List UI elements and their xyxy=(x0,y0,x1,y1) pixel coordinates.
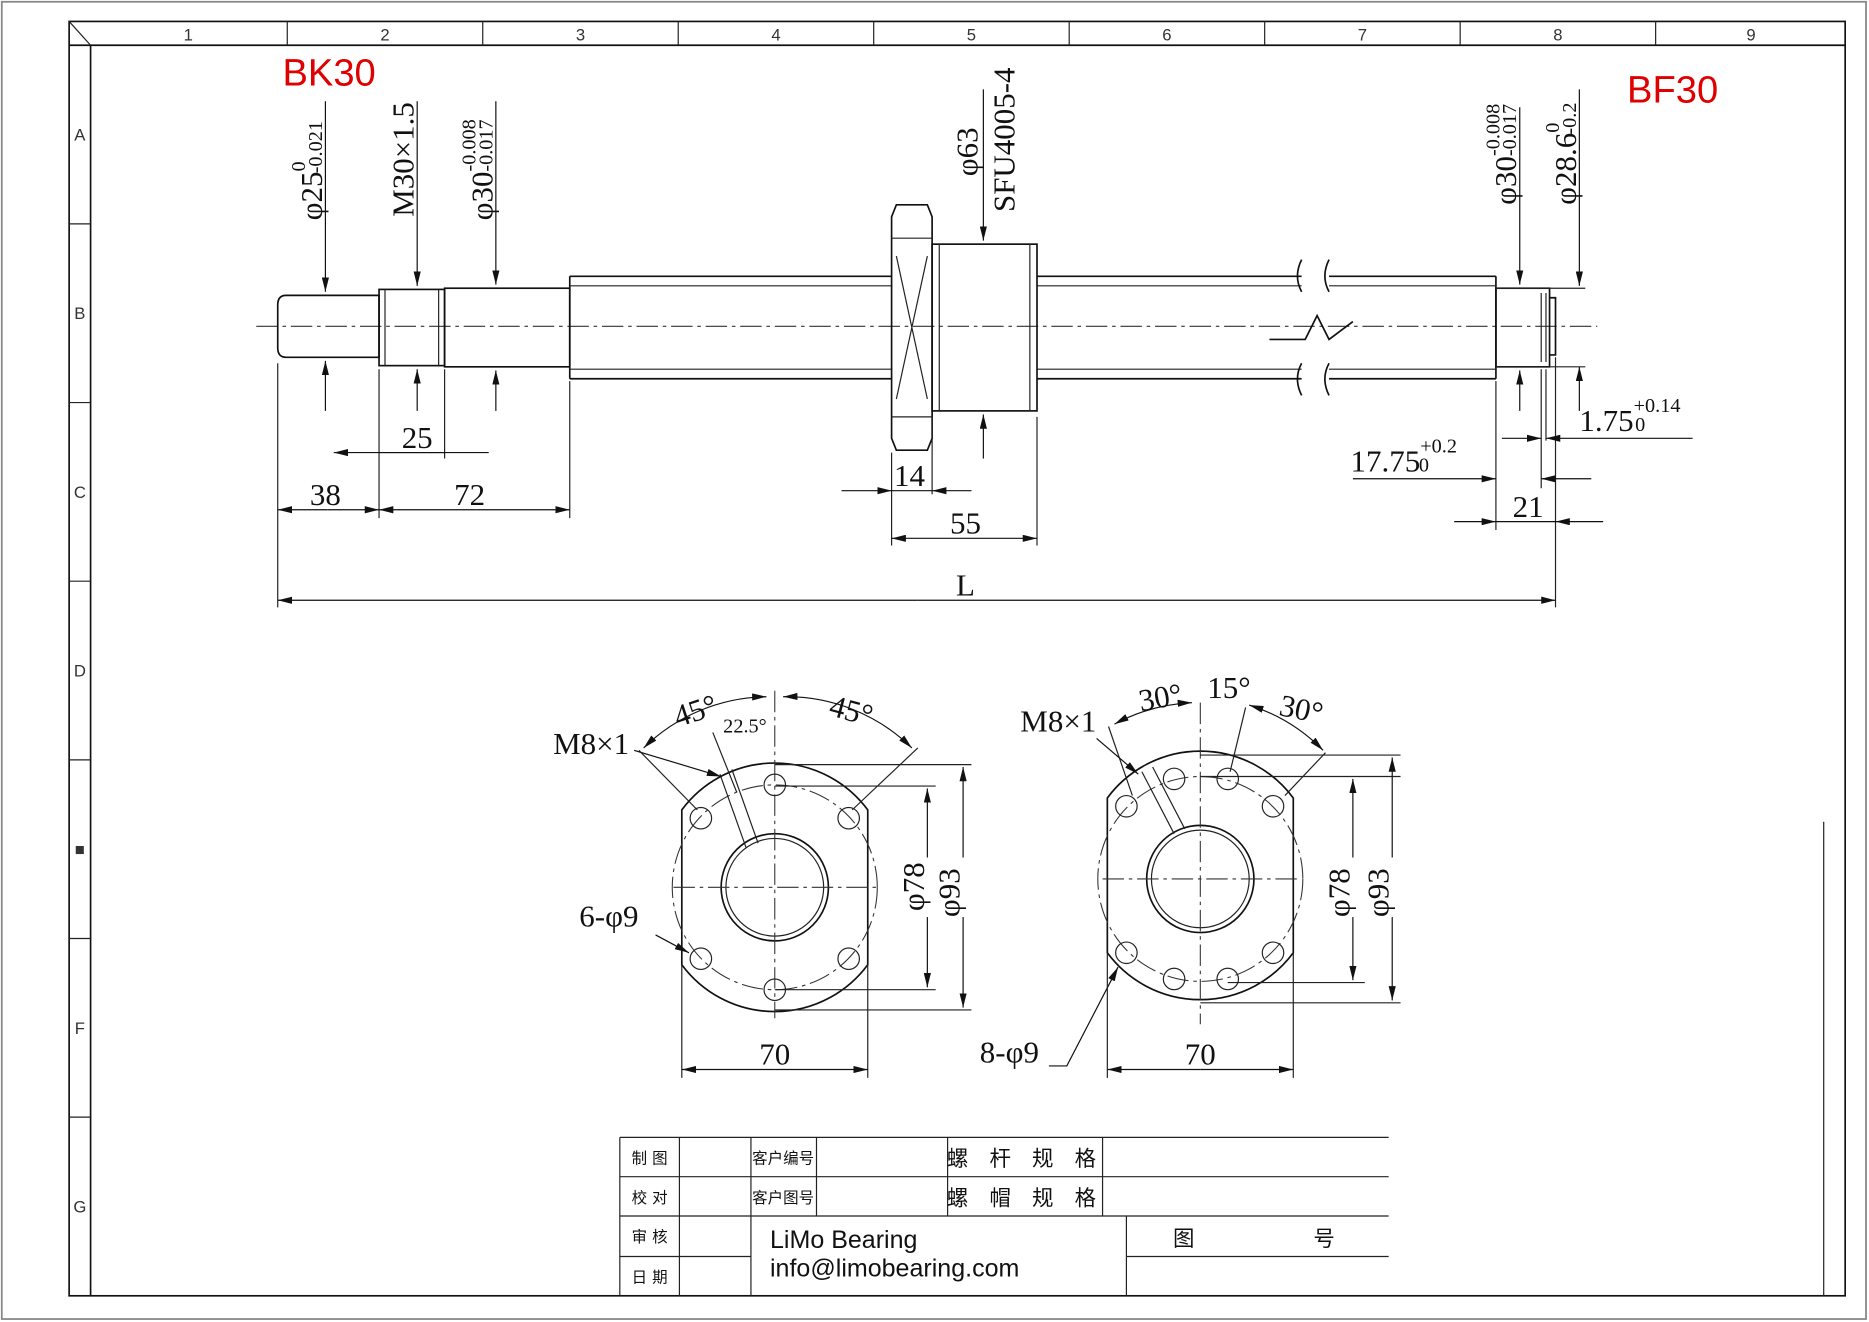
tol-lower: 0 xyxy=(1635,414,1645,436)
left-thread-m8: M8×1 xyxy=(553,726,629,761)
dim-25: 25 xyxy=(402,420,433,455)
bf30-label: BF30 xyxy=(1627,68,1718,111)
dim-phi25: φ250-0.021 xyxy=(288,121,329,220)
dim-38: 38 xyxy=(310,477,341,512)
ball-nut xyxy=(890,204,1038,452)
zone-row-e: ■ xyxy=(75,840,85,859)
tol-lower: -0.021 xyxy=(305,121,327,173)
zone-row-f: F xyxy=(75,1019,85,1038)
zone-col-8: 8 xyxy=(1553,25,1562,44)
left-angle-45-a: 45° xyxy=(669,687,721,734)
company-email: info@limobearing.com xyxy=(770,1255,1019,1283)
tb-customer-no: 客户编号 xyxy=(752,1150,814,1168)
dim-text: φ28.6 xyxy=(1548,133,1583,205)
tol-lower: 0 xyxy=(1419,455,1429,477)
tb-drawing-no: 图 号 xyxy=(1173,1227,1342,1252)
zone-col-6: 6 xyxy=(1162,25,1171,44)
right-dim-70: 70 xyxy=(1185,1037,1216,1072)
dim-phi28-6: φ28.60-0.2 xyxy=(1542,103,1583,205)
svg-text:φ250-0.021: φ250-0.021 xyxy=(288,121,329,220)
tb-drawn: 制 图 xyxy=(632,1150,668,1168)
dim-text: 17.75 xyxy=(1350,444,1420,479)
flange-view-right xyxy=(1048,699,1401,1078)
right-angle-30-a: 30° xyxy=(1136,676,1185,718)
left-angle-22-5: 22.5° xyxy=(723,715,767,737)
dim-text: φ25 xyxy=(294,172,329,221)
zone-row-b: B xyxy=(74,304,85,323)
tb-screw-spec: 螺 杆 规 格 xyxy=(947,1147,1103,1172)
zone-col-7: 7 xyxy=(1358,25,1367,44)
svg-text:φ28.60-0.2: φ28.60-0.2 xyxy=(1542,103,1583,205)
tol-upper: 0 xyxy=(1542,123,1564,133)
right-angle-15: 15° xyxy=(1207,670,1250,705)
tb-date: 日 期 xyxy=(632,1269,668,1287)
ball-screw-shaft xyxy=(256,259,1598,396)
left-dim-70: 70 xyxy=(759,1037,790,1072)
dim-21: 21 xyxy=(1513,489,1544,524)
flange-view-left xyxy=(633,690,972,1078)
dim-55: 55 xyxy=(950,506,981,541)
tol-upper: -0.008 xyxy=(459,119,481,171)
tb-nut-spec: 螺 帽 规 格 xyxy=(947,1186,1103,1211)
right-dim-phi78: φ78 xyxy=(1321,868,1356,917)
left-angle-45-b: 45° xyxy=(826,688,877,733)
tb-checked: 校 对 xyxy=(632,1189,668,1207)
tol-lower: -0.017 xyxy=(1499,104,1521,156)
left-dim-phi93: φ93 xyxy=(932,868,967,917)
tol-lower: -0.017 xyxy=(475,119,497,171)
zone-row-d: D xyxy=(74,661,86,680)
bk30-label: BK30 xyxy=(282,52,375,95)
tb-reviewed: 审 核 xyxy=(632,1228,668,1246)
zone-col-3: 3 xyxy=(576,25,585,44)
right-dim-phi93: φ93 xyxy=(1361,868,1396,917)
tb-customer-drawing: 客户图号 xyxy=(752,1189,814,1207)
svg-text:φ30-0.008-0.017: φ30-0.008-0.017 xyxy=(459,119,500,220)
zone-col-9: 9 xyxy=(1746,25,1755,44)
dim-14: 14 xyxy=(894,458,925,493)
right-angle-30-b: 30° xyxy=(1277,687,1327,730)
dim-thread-m30: M30×1.5 xyxy=(386,102,421,217)
dim-phi30-right: φ30-0.008-0.017 xyxy=(1482,104,1523,205)
zone-col-2: 2 xyxy=(380,25,389,44)
dim-72: 72 xyxy=(454,477,485,512)
tol-upper: +0.14 xyxy=(1634,395,1681,417)
zone-row-c: C xyxy=(74,483,86,502)
title-block: 制 图 校 对 审 核 日 期 客户编号 客户图号 螺 杆 规 格 螺 帽 规 … xyxy=(619,1136,1389,1296)
left-holes-6-phi9: 6-φ9 xyxy=(579,899,638,934)
zone-row-a: A xyxy=(74,126,86,145)
zone-col-5: 5 xyxy=(967,25,976,44)
zone-column-labels: 1 2 3 4 5 6 7 8 9 xyxy=(184,25,1756,44)
dim-nut-phi63: φ63 xyxy=(949,127,984,176)
right-holes-8-phi9: 8-φ9 xyxy=(980,1034,1039,1069)
svg-text:φ30-0.008-0.017: φ30-0.008-0.017 xyxy=(1482,104,1523,205)
right-thread-m8: M8×1 xyxy=(1020,703,1096,738)
company-name: LiMo Bearing xyxy=(770,1226,917,1254)
dim-text: φ30 xyxy=(1488,156,1523,205)
tol-upper: -0.008 xyxy=(1482,104,1504,156)
zone-row-g: G xyxy=(73,1197,86,1216)
zone-col-1: 1 xyxy=(184,25,193,44)
tol-lower: -0.2 xyxy=(1559,103,1581,135)
left-dim-phi78: φ78 xyxy=(896,862,931,911)
nut-model: SFU4005-4 xyxy=(986,68,1021,212)
dim-text: 1.75 xyxy=(1579,403,1633,438)
zone-col-4: 4 xyxy=(771,25,780,44)
zone-row-labels: A B C D ■ F G xyxy=(73,126,86,1217)
dim-text: φ30 xyxy=(464,172,499,221)
dim-phi30-left: φ30-0.008-0.017 xyxy=(459,119,500,220)
shaft-dimensions xyxy=(277,89,1693,608)
tol-upper: 0 xyxy=(288,161,310,171)
dim-l: L xyxy=(956,568,975,603)
tol-upper: +0.2 xyxy=(1420,436,1457,458)
